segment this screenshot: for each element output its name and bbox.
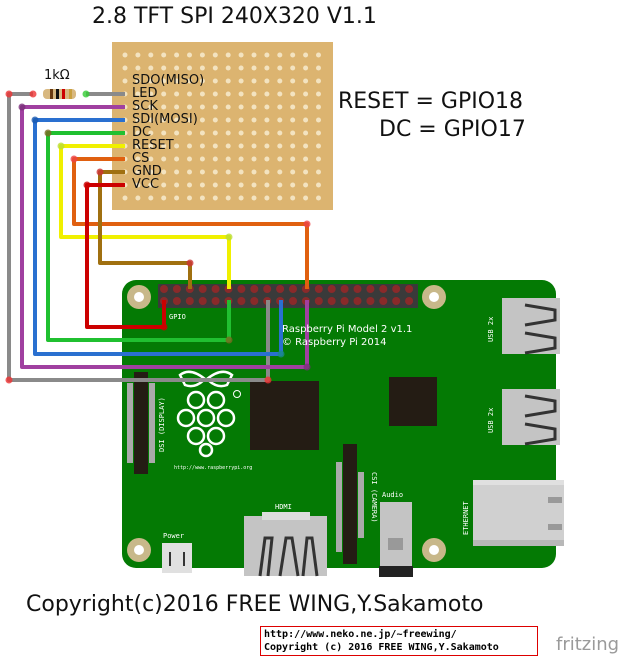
resistor-label: 1kΩ [44, 68, 70, 83]
power-port [162, 543, 192, 573]
footer-copyright: Copyright(c)2016 FREE WING,Y.Sakamoto [26, 592, 484, 617]
usb-label-1: USB 2x [487, 316, 495, 342]
board-url: http://www.raspberrypi.org [174, 465, 253, 471]
lan-chip [389, 377, 437, 426]
raspberry-pi-logo [176, 370, 241, 458]
csi-label: CSI (CAMERA) [370, 472, 378, 523]
usb-port-2 [502, 389, 560, 446]
pin-label-gnd: GND [132, 164, 162, 179]
dsi-label: DSI (DISPLAY) [158, 397, 166, 452]
pin-label-cs: CS [132, 151, 150, 166]
wire-gnd [98, 170, 192, 289]
diagram-title: 2.8 TFT SPI 240X320 V1.1 [92, 4, 377, 29]
note-dc-gpio: DC = GPIO17 [379, 117, 526, 142]
csi-connector [343, 444, 357, 564]
pin-label-reset: RESET [132, 138, 174, 153]
pin-label-sdo: SDO(MISO) [132, 73, 205, 88]
fritzing-brand: fritzing [556, 634, 620, 655]
audio-label: Audio [382, 491, 404, 499]
audio-jack [379, 502, 413, 577]
gpio-label: GPIO [169, 313, 186, 321]
mounting-holes [127, 285, 446, 562]
ethernet-label: ETHERNET [462, 501, 470, 535]
copyright-line: Copyright (c) 2016 FREE WING,Y.Sakamoto [264, 642, 499, 653]
gpio-header [158, 284, 418, 308]
soc-chip [250, 381, 319, 450]
url-box: http://www.neko.ne.jp/~freewing/ Copyrig… [260, 626, 538, 656]
usb-port-1 [502, 298, 560, 355]
wire-dc [46, 131, 231, 342]
dsi-connector [134, 372, 148, 474]
wire-mosi [33, 118, 283, 356]
board-model: Raspberry Pi Model 2 v1.1 [282, 324, 413, 335]
pin-label-dc: DC [132, 125, 152, 140]
pin-label-vcc: VCC [132, 177, 160, 192]
board-copyright: © Raspberry Pi 2014 [282, 337, 387, 348]
wire-sck [20, 105, 309, 369]
power-label: Power [163, 532, 185, 540]
usb-label-2: USB 2x [487, 407, 495, 433]
resistor-1k [43, 89, 76, 99]
url-line: http://www.neko.ne.jp/~freewing/ [264, 629, 457, 640]
wires [7, 92, 309, 382]
tft-perfboard [112, 42, 333, 210]
note-reset-gpio: RESET = GPIO18 [338, 89, 524, 114]
gpio-pins [160, 285, 414, 305]
wire-cs [72, 157, 309, 289]
ethernet-port [473, 480, 564, 546]
hdmi-port [244, 512, 327, 577]
wire-reset [59, 144, 231, 289]
pin-label-sck: SCK [132, 99, 158, 114]
wire-endpoints [5, 90, 311, 384]
wire-vcc [85, 183, 166, 329]
pin-label-sdi: SDI(MOSI) [132, 112, 198, 127]
pin-label-led: LED [132, 86, 158, 101]
hdmi-label: HDMI [275, 503, 292, 511]
perfboard-holes [122, 52, 321, 201]
